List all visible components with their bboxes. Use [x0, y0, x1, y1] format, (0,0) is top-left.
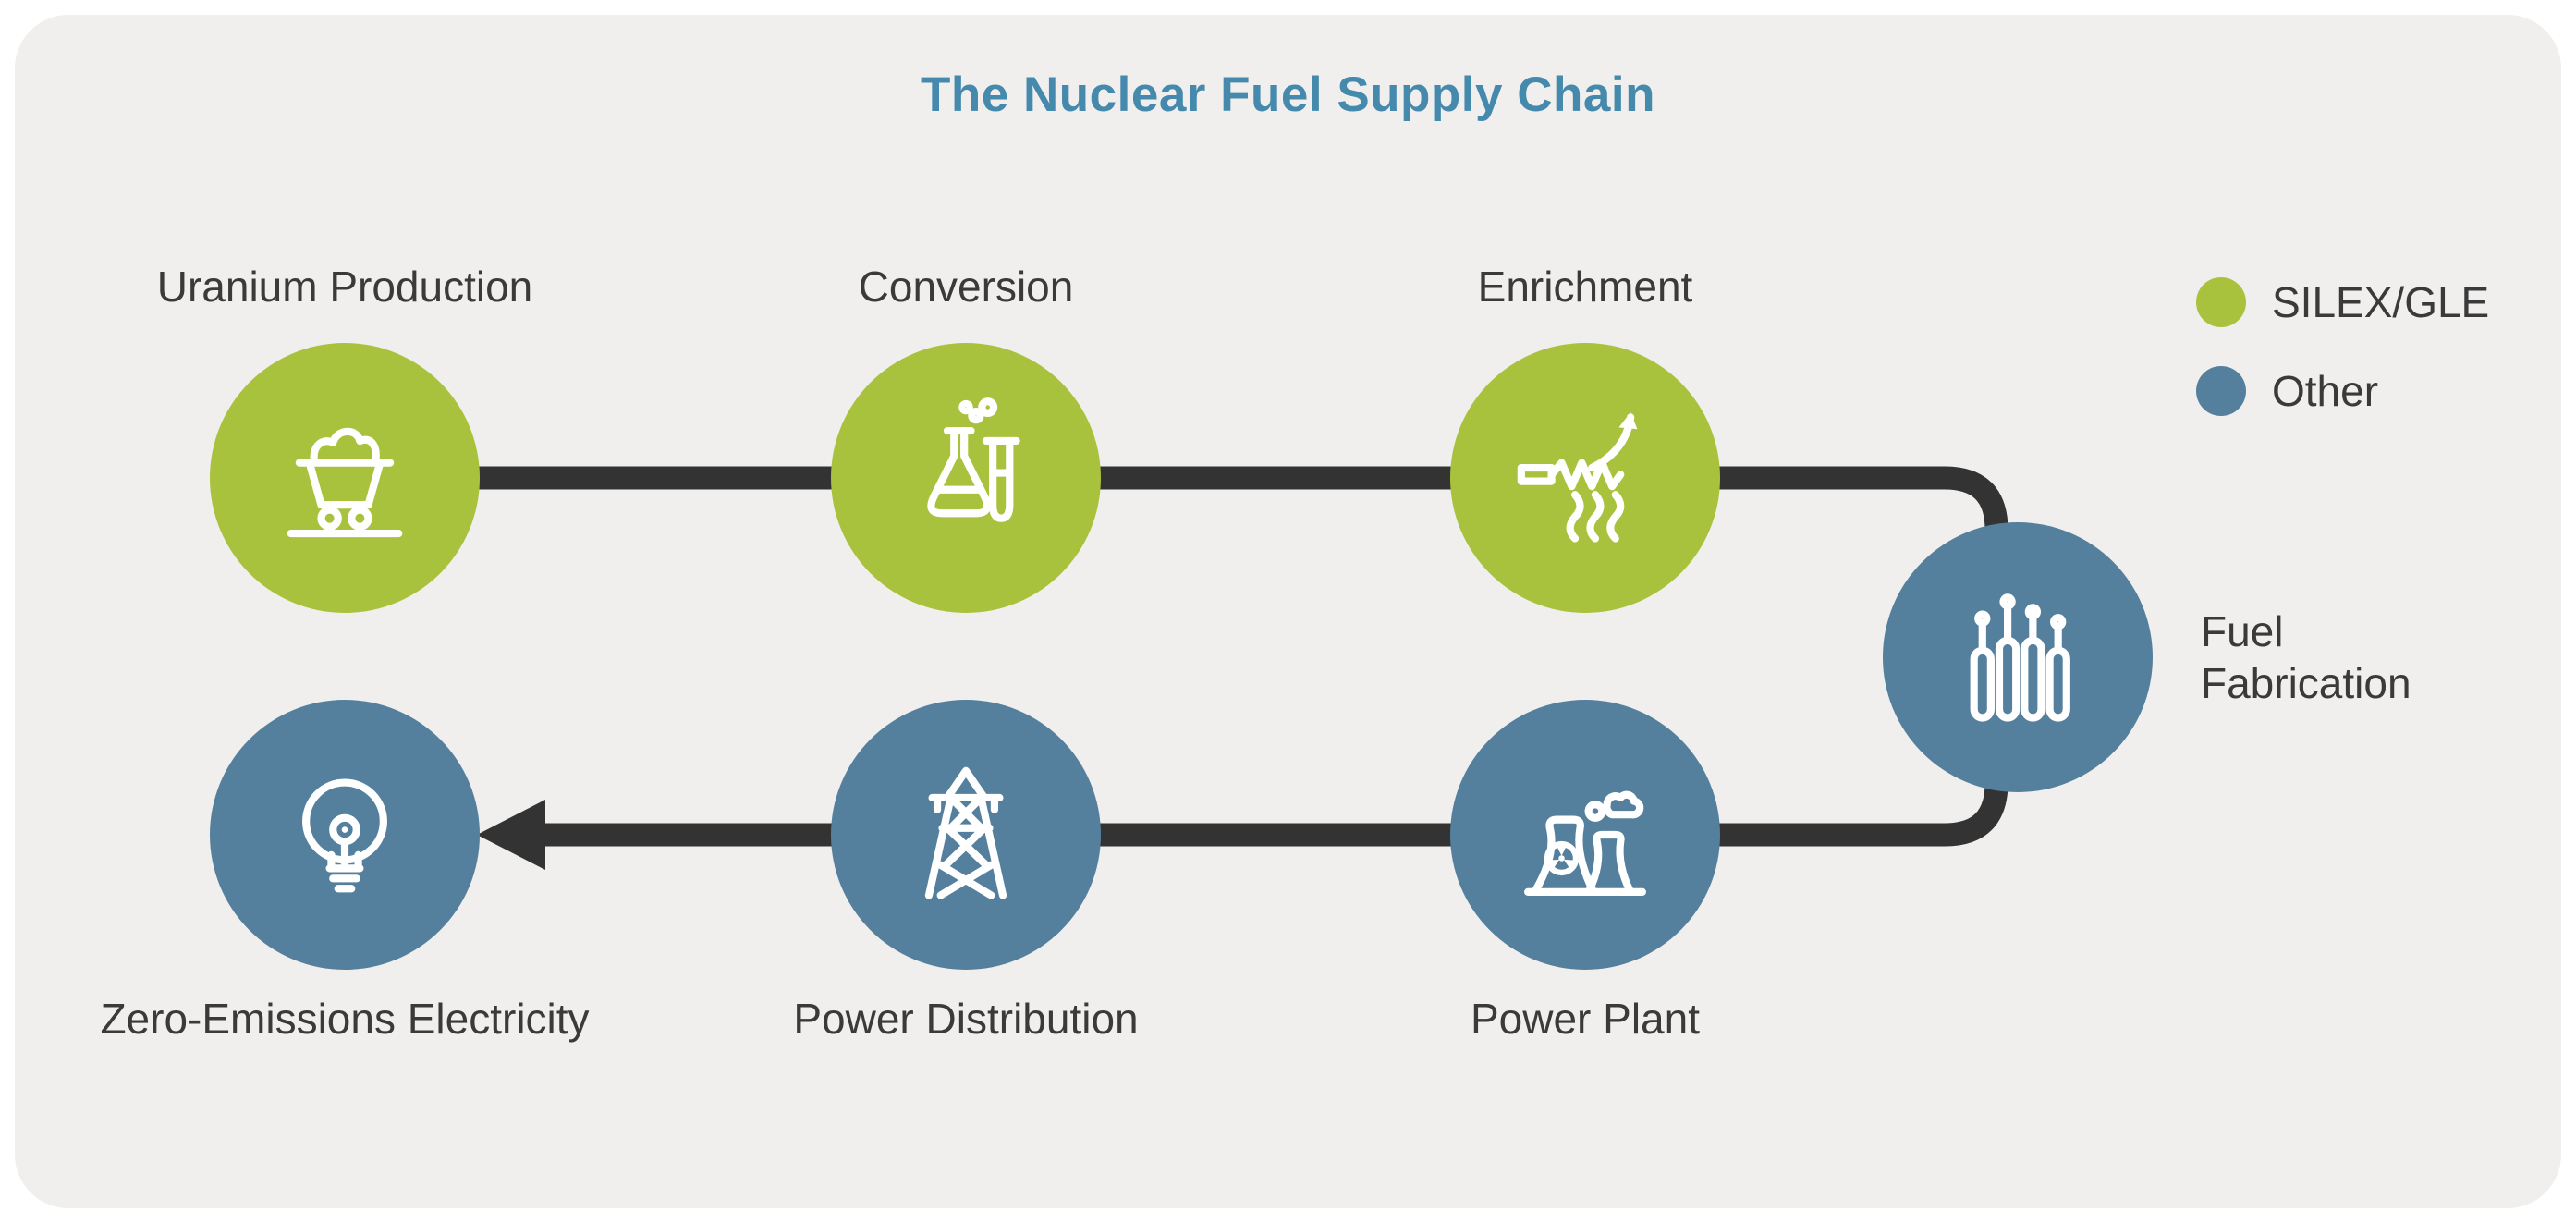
other-legend-dot-icon — [2196, 366, 2246, 416]
node-fuel-fabrication: Fuel Fabrication — [1883, 522, 2411, 792]
legend-item-other: Other — [2196, 366, 2489, 416]
fuel-rods-icon — [1970, 593, 2070, 722]
lightbulb-icon — [302, 778, 387, 893]
node-label: Fuel Fabrication — [2201, 607, 2411, 707]
enrichment-circle — [1450, 343, 1720, 613]
node-zero-emissions-electricity: Zero-Emissions Electricity — [100, 700, 590, 1043]
legend-item-silex: SILEX/GLE — [2196, 277, 2489, 327]
node-power-distribution: Power Distribution — [793, 700, 1139, 1043]
chemistry-flask-icon — [927, 397, 1020, 522]
fuel-fabrication-circle — [1883, 522, 2153, 792]
mine-cart-icon — [287, 427, 403, 538]
node-label: Power Distribution — [793, 995, 1139, 1043]
transmission-tower-icon — [924, 766, 1007, 899]
power-plant-circle — [1450, 700, 1720, 970]
nuclear-plant-icon — [1524, 790, 1646, 896]
node-enrichment: Enrichment — [1450, 263, 1720, 613]
conversion-circle — [831, 343, 1101, 613]
uranium-production-circle — [210, 343, 480, 613]
legend-label-other: Other — [2272, 367, 2379, 415]
flow-arrowhead-icon — [477, 800, 545, 870]
legend-label-silex: SILEX/GLE — [2272, 278, 2490, 326]
legend: SILEX/GLE Other — [2196, 277, 2489, 416]
power-distribution-circle — [831, 700, 1101, 970]
zero-emissions-circle — [210, 700, 480, 970]
node-label: Zero-Emissions Electricity — [100, 995, 590, 1043]
node-uranium-production: Uranium Production — [157, 263, 532, 613]
node-label: Uranium Production — [156, 263, 533, 311]
page-title: The Nuclear Fuel Supply Chain — [921, 67, 1655, 122]
flow-connector-line — [345, 466, 2008, 847]
node-label: Conversion — [858, 263, 1074, 311]
node-power-plant: Power Plant — [1450, 700, 1720, 1043]
node-label: Power Plant — [1470, 995, 1701, 1043]
node-conversion: Conversion — [831, 263, 1101, 613]
node-label: Enrichment — [1477, 263, 1693, 311]
laser-arrow-icon — [1517, 412, 1638, 543]
silex-legend-dot-icon — [2196, 277, 2246, 327]
